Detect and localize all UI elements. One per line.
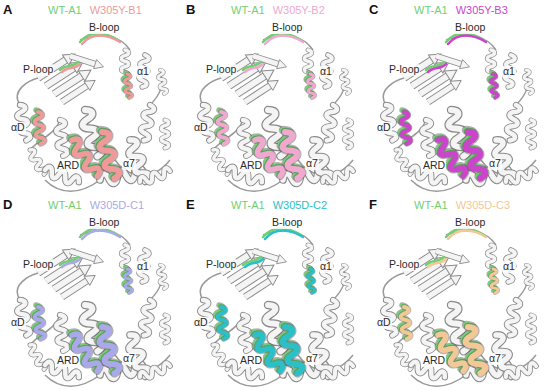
- legend-entry: WT-A1: [231, 4, 265, 16]
- legend-entry: W305D-C3: [456, 199, 510, 211]
- legend-text: WT-A1: [48, 199, 82, 211]
- panel-letter: B: [186, 3, 195, 17]
- loop-label: P-loop: [22, 259, 54, 271]
- legend-entry: W305Y-B2: [273, 4, 325, 16]
- helix-label: α1: [319, 261, 333, 273]
- helix-label: α7: [122, 158, 136, 170]
- legend-text: WT-A1: [231, 199, 265, 211]
- helix-label: αD: [193, 122, 209, 134]
- legend-text: W305D-C3: [456, 199, 510, 211]
- legend-text: W305D-C1: [90, 199, 144, 211]
- helix-label: α7: [122, 353, 136, 365]
- panel-letter: E: [186, 198, 195, 212]
- legend-text: W305Y-B3: [456, 4, 508, 16]
- domain-label: ARD: [239, 355, 263, 367]
- panel-letter: C: [369, 3, 378, 17]
- legend-entry: WT-A1: [414, 4, 448, 16]
- panel-letter: F: [369, 198, 377, 212]
- helix-label: α1: [136, 261, 150, 273]
- legend-entry: W305D-C2: [273, 199, 327, 211]
- loop-label: P-loop: [205, 259, 237, 271]
- helix-label: αD: [10, 122, 26, 134]
- legend-text: W305Y-B2: [273, 4, 325, 16]
- legend-text: W305Y-B1: [90, 4, 142, 16]
- loop-label: B-loop: [271, 22, 303, 34]
- legend-entry: WT-A1: [48, 4, 82, 16]
- legend-entry: WT-A1: [48, 199, 82, 211]
- helix-label: α7: [488, 353, 502, 365]
- helix-label: α1: [319, 66, 333, 78]
- helix-label: α1: [502, 66, 516, 78]
- helix-label: α7: [488, 158, 502, 170]
- legend-text: WT-A1: [414, 4, 448, 16]
- loop-label: B-loop: [271, 217, 303, 229]
- domain-label: ARD: [56, 160, 80, 172]
- helix-label: αD: [193, 317, 209, 329]
- domain-label: ARD: [422, 355, 446, 367]
- helix-label: αD: [376, 122, 392, 134]
- domain-label: ARD: [422, 160, 446, 172]
- helix-label: αD: [376, 317, 392, 329]
- legend-entry: W305Y-B3: [456, 4, 508, 16]
- helix-label: α7: [305, 353, 319, 365]
- loop-label: B-loop: [88, 22, 120, 34]
- loop-label: P-loop: [388, 64, 420, 76]
- legend-entry: WT-A1: [414, 199, 448, 211]
- panel-letter: A: [3, 3, 12, 17]
- legend-text: WT-A1: [414, 199, 448, 211]
- loop-label: P-loop: [205, 64, 237, 76]
- legend-entry: WT-A1: [231, 199, 265, 211]
- loop-label: P-loop: [388, 259, 420, 271]
- legend-entry: W305Y-B1: [90, 4, 142, 16]
- legend-entry: W305D-C1: [90, 199, 144, 211]
- loop-label: B-loop: [88, 217, 120, 229]
- legend-text: WT-A1: [48, 4, 82, 16]
- loop-label: B-loop: [454, 22, 486, 34]
- helix-label: α7: [305, 158, 319, 170]
- domain-label: ARD: [239, 160, 263, 172]
- helix-label: αD: [10, 317, 26, 329]
- loop-label: P-loop: [22, 64, 54, 76]
- legend-text: W305D-C2: [273, 199, 327, 211]
- domain-label: ARD: [56, 355, 80, 367]
- helix-label: α1: [502, 261, 516, 273]
- helix-label: α1: [136, 66, 150, 78]
- panel-letter: D: [3, 198, 12, 212]
- loop-label: B-loop: [454, 217, 486, 229]
- legend-text: WT-A1: [231, 4, 265, 16]
